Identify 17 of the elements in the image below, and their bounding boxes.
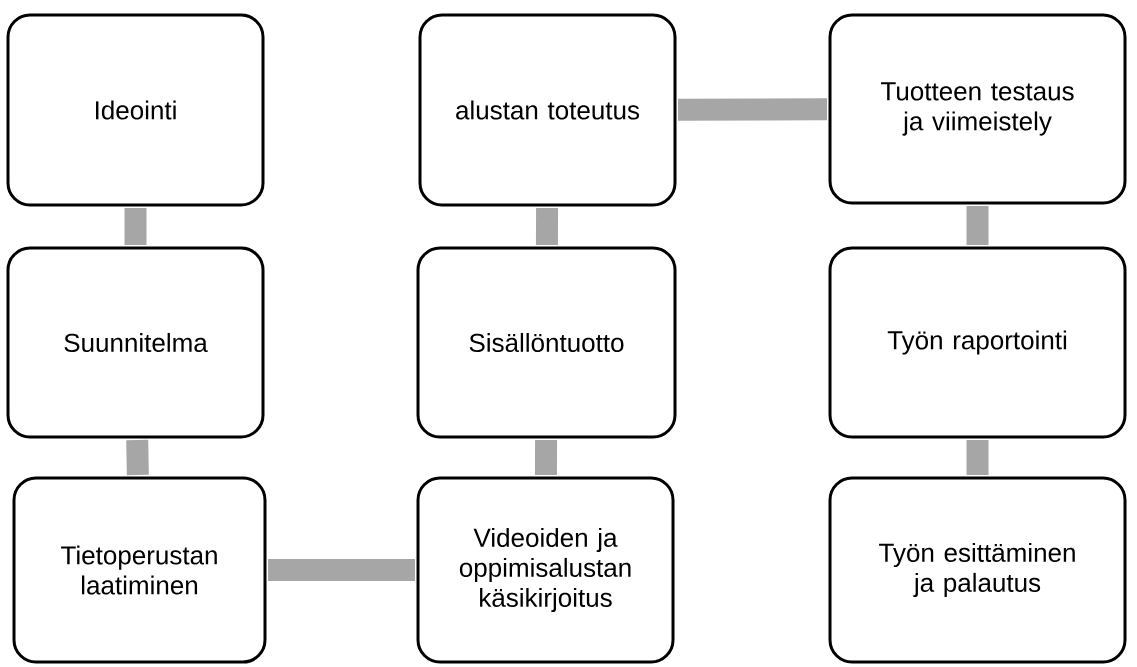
connector (966, 206, 989, 245)
connector (535, 207, 559, 246)
connector (124, 208, 147, 245)
connector (677, 98, 828, 121)
process-box: Tuotteen testaus ja viimeistely (828, 13, 1127, 205)
process-box: Tietoperustan laatiminen (12, 476, 267, 664)
process-box: Työn raportointi (828, 246, 1127, 439)
process-box: alustan toteutus (418, 13, 677, 207)
process-box: Työn esittäminen ja palautus (828, 476, 1127, 664)
process-box: Ideointi (6, 13, 265, 207)
connector (534, 439, 558, 476)
connector (966, 440, 989, 475)
process-box: Videoiden ja oppimisalustan käsikirjoitus (416, 476, 675, 664)
process-box: Sisällöntuotto (416, 246, 677, 439)
connector (126, 439, 149, 476)
process-box: Suunnitelma (6, 246, 265, 439)
connector (268, 559, 415, 581)
